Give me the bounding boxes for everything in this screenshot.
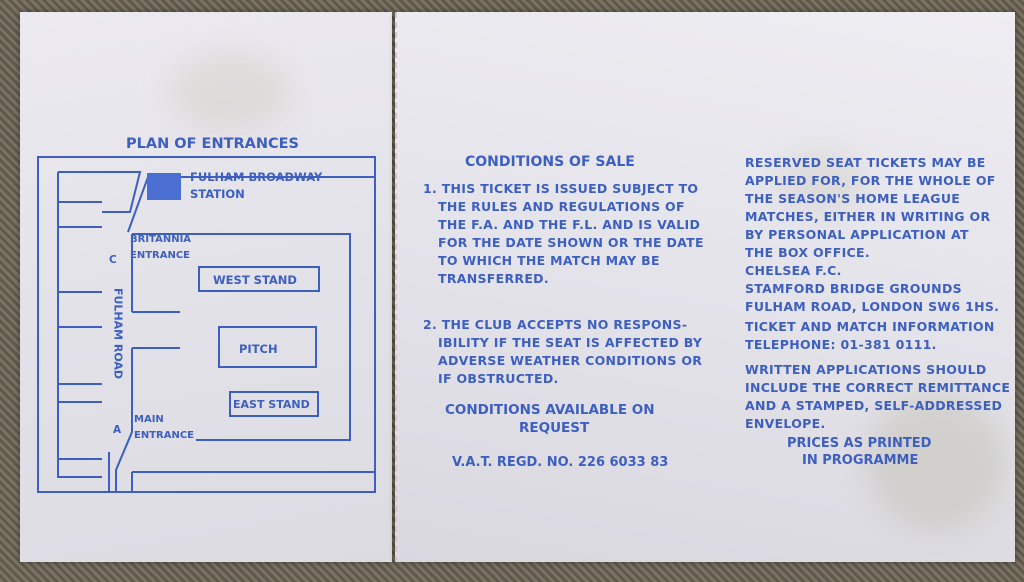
- gate-a-label: A: [113, 424, 122, 436]
- ticket-stub-plan: PLAN OF ENTRANCES FULHAM BROADWAY STATIO…: [20, 12, 392, 562]
- map-left-blocks: [57, 172, 102, 478]
- condition-2-line: IF OBSTRUCTED.: [438, 371, 559, 386]
- condition-1-line: 1. THIS TICKET IS ISSUED SUBJECT TO: [423, 181, 699, 196]
- written-line: ENVELOPE.: [745, 416, 826, 431]
- telephone-line: TICKET AND MATCH INFORMATION: [745, 319, 995, 334]
- written-applications-info: WRITTEN APPLICATIONS SHOULD INCLUDE THE …: [745, 361, 1010, 433]
- ticket-main-conditions: CONDITIONS OF SALE 1. THIS TICKET IS ISS…: [395, 12, 1015, 562]
- condition-2-line: ADVERSE WEATHER CONDITIONS OR: [438, 353, 703, 368]
- paper-stain: [867, 392, 1007, 532]
- main-entrance-label-2: ENTRANCE: [134, 430, 194, 441]
- condition-1-line: FOR THE DATE SHOWN OR THE DATE: [438, 235, 704, 250]
- west-stand-label: WEST STAND: [213, 273, 297, 287]
- reserved-line: THE SEASON'S HOME LEAGUE: [745, 191, 961, 206]
- west-stand-box: [198, 266, 320, 292]
- east-stand-label: EAST STAND: [233, 398, 310, 411]
- prices-line-1: PRICES AS PRINTED: [787, 436, 932, 451]
- address-line: FULHAM ROAD, LONDON SW6 1HS.: [745, 299, 1000, 314]
- east-stand-box: [229, 391, 319, 417]
- written-line: WRITTEN APPLICATIONS SHOULD: [745, 362, 987, 377]
- written-line: AND A STAMPED, SELF-ADDRESSED: [745, 398, 1003, 413]
- reserved-line: RESERVED SEAT TICKETS MAY BE: [745, 155, 986, 170]
- map-station-lines: [58, 171, 142, 213]
- conditions-title: CONDITIONS OF SALE: [465, 154, 635, 170]
- station-label-1: FULHAM BROADWAY: [190, 170, 323, 184]
- prices-line-2: IN PROGRAMME: [802, 453, 919, 468]
- condition-1-line: THE RULES AND REGULATIONS OF: [438, 199, 685, 214]
- reserved-line: BY PERSONAL APPLICATION AT: [745, 227, 969, 242]
- address-line: STAMFORD BRIDGE GROUNDS: [745, 281, 962, 296]
- condition-1-line: TO WHICH THE MATCH MAY BE: [438, 253, 660, 268]
- map-ground-outline: [132, 233, 351, 441]
- conditions-available: CONDITIONS AVAILABLE ON: [445, 402, 655, 418]
- paper-stain: [777, 152, 867, 212]
- conditions-request: REQUEST: [519, 420, 590, 436]
- reserved-line: MATCHES, EITHER IN WRITING OR: [745, 209, 991, 224]
- reserved-line: THE BOX OFFICE.: [745, 245, 870, 260]
- britannia-label-2: ENTRANCE: [130, 250, 190, 261]
- address-line: CHELSEA F.C.: [745, 263, 842, 278]
- plan-title: PLAN OF ENTRANCES: [126, 136, 299, 152]
- vat-number: V.A.T. REGD. NO. 226 6033 83: [452, 455, 669, 470]
- condition-item-1: 1. THIS TICKET IS ISSUED SUBJECT TO THE …: [423, 180, 704, 288]
- telephone-info: TICKET AND MATCH INFORMATION TELEPHONE: …: [745, 318, 995, 354]
- condition-2-line: IBILITY IF THE SEAT IS AFFECTED BY: [438, 335, 703, 350]
- reserved-line: APPLIED FOR, FOR THE WHOLE OF: [745, 173, 996, 188]
- fulham-road-label: FULHAM ROAD: [111, 287, 125, 380]
- paper-stain: [170, 52, 290, 132]
- pitch-label: PITCH: [239, 342, 278, 356]
- condition-2-line: 2. THE CLUB ACCEPTS NO RESPONS-: [423, 317, 688, 332]
- written-line: INCLUDE THE CORRECT REMITTANCE: [745, 380, 1011, 395]
- gate-c-label: C: [109, 254, 117, 266]
- condition-item-2: 2. THE CLUB ACCEPTS NO RESPONS- IBILITY …: [423, 316, 702, 388]
- pitch-box: [218, 326, 317, 368]
- station-label-2: STATION: [190, 187, 245, 201]
- condition-1-line: THE F.A. AND THE F.L. AND IS VALID: [438, 217, 701, 232]
- stadium-map: [37, 156, 376, 493]
- reserved-seat-info: RESERVED SEAT TICKETS MAY BE APPLIED FOR…: [745, 154, 999, 316]
- map-outer-frame: [37, 156, 376, 493]
- britannia-label-1: BRITANNIA: [130, 234, 192, 245]
- telephone-line: TELEPHONE: 01-381 0111.: [745, 337, 937, 352]
- condition-1-line: TRANSFERRED.: [438, 271, 549, 286]
- main-entrance-label-1: MAIN: [134, 414, 164, 425]
- station-marker: [147, 173, 181, 200]
